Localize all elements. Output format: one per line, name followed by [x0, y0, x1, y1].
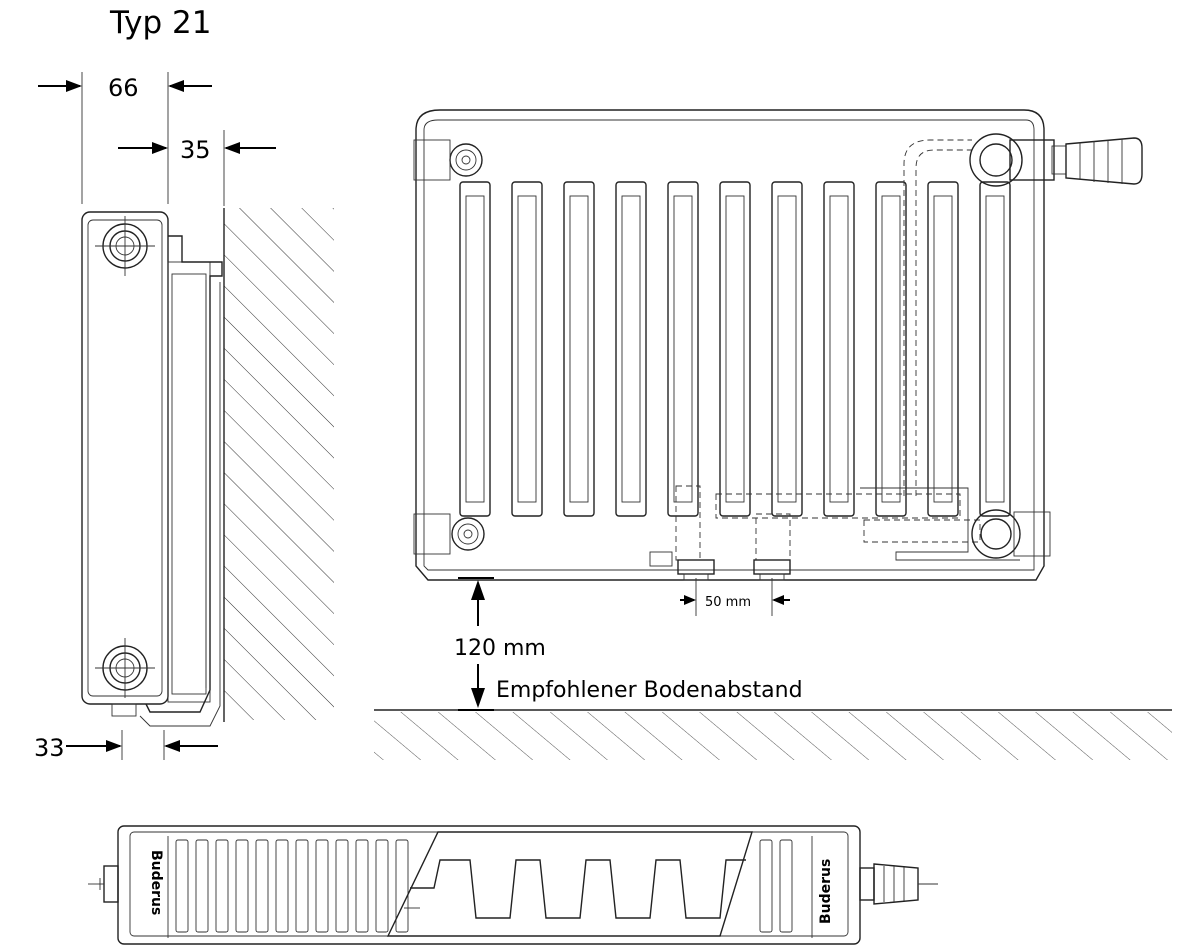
front-view: 50 mm 120 mm Empfohlener Bodenabstand: [374, 109, 1172, 760]
dimension-50mm: 50 mm: [680, 578, 790, 616]
dim-66-label: 66: [108, 74, 139, 102]
bottom-connector-icon: [95, 638, 155, 698]
front-panels: [459, 181, 1011, 517]
dim-35-label: 35: [180, 136, 211, 164]
radiator-side-body: [81, 211, 169, 705]
dimension-120mm: 120 mm Empfohlener Bodenabstand: [454, 577, 803, 711]
valve-body-icon: [969, 133, 1067, 187]
side-view: 66 35 33: [34, 72, 334, 762]
bottom-left-plug-icon: [413, 513, 485, 555]
floor: [374, 709, 1172, 760]
supply-fitting-icon: [649, 551, 715, 581]
dim-120mm-label: 120 mm: [454, 636, 546, 661]
brand-logo-left: Buderus: [148, 850, 164, 915]
top-connector-icon: [95, 216, 155, 276]
dim-50mm-label: 50 mm: [705, 595, 751, 610]
drawing-title: Typ 21: [109, 5, 211, 41]
dimension-35: 35: [118, 130, 276, 206]
wall-hatch: [224, 208, 334, 720]
dim-33-label: 33: [34, 734, 65, 762]
thermostat-head-icon: [1065, 137, 1143, 185]
top-view: Buderus Buderus: [88, 825, 938, 945]
dimension-33: 33: [34, 730, 218, 762]
floor-hatch: [374, 712, 1172, 760]
left-plug-icon: [88, 865, 119, 903]
dimension-66: 66: [38, 72, 212, 204]
top-left-plug-icon: [413, 139, 483, 181]
brand-logo-right: Buderus: [818, 859, 834, 924]
radiator-front-frame: [415, 109, 1045, 581]
floor-clearance-note: Empfohlener Bodenabstand: [496, 678, 803, 703]
bottom-right-valve-icon: [971, 509, 1051, 559]
top-view-fins: [175, 839, 793, 933]
top-view-thermostat-icon: [859, 863, 938, 905]
